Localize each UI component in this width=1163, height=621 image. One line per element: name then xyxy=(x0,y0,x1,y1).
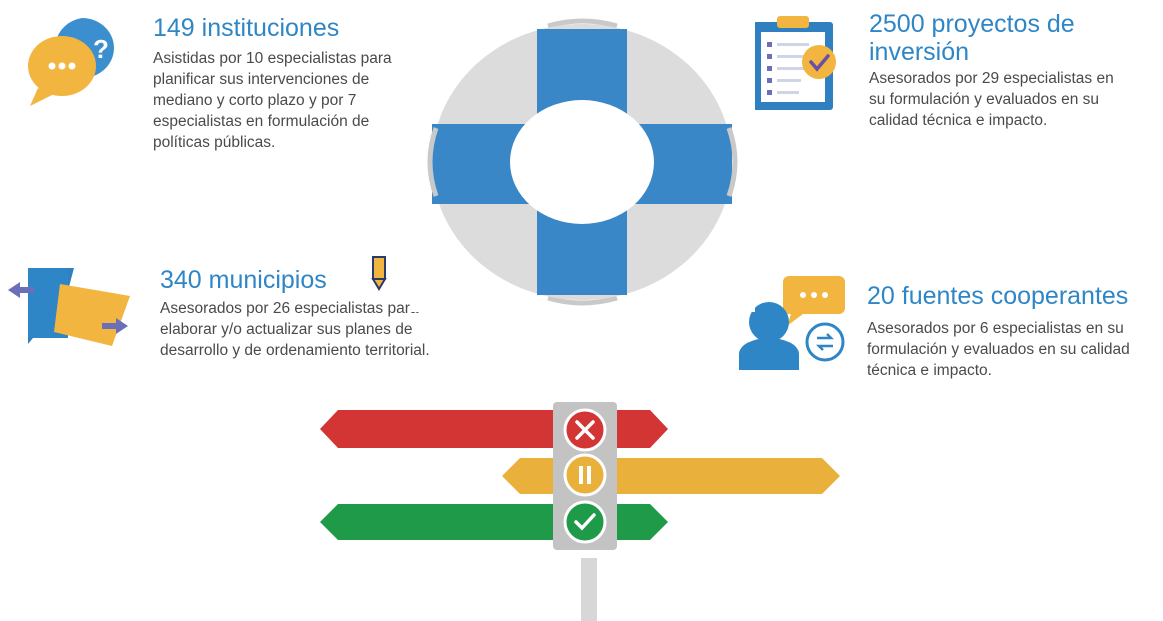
block-title: 340 municipios xyxy=(160,266,327,294)
block-municipios: 340 municipios Asesorados por 26 especia… xyxy=(160,266,430,361)
block-instituciones: 149 instituciones Asistidas por 10 espec… xyxy=(153,14,403,153)
map-transfer-icon xyxy=(8,268,130,346)
block-description: Asistidas por 10 especialistas para plan… xyxy=(153,50,392,151)
block-title: 2500 proyectos de inversión xyxy=(869,10,1075,66)
block-proyectos: 2500 proyectos de inversión Asesorados p… xyxy=(869,10,1139,131)
block-description: Asesorados por 6 especialistas en su for… xyxy=(867,320,1130,379)
clipboard-checklist-icon xyxy=(753,16,836,110)
chat-bubbles-question-icon: ? xyxy=(28,18,114,106)
block-title: 20 fuentes cooperantes xyxy=(867,282,1129,310)
svg-text:?: ? xyxy=(93,34,109,64)
support-agent-icon xyxy=(739,276,845,370)
lifebuoy-icon xyxy=(410,12,755,312)
pencil-icon xyxy=(371,256,387,291)
block-description: Asesorados por 29 especialistas en su fo… xyxy=(869,70,1114,129)
block-description: Asesorados por 26 especialistas para ela… xyxy=(160,300,430,359)
block-title: 149 instituciones xyxy=(153,14,340,42)
block-fuentes: 20 fuentes cooperantes Asesorados por 6 … xyxy=(867,282,1147,381)
traffic-light-signpost-icon xyxy=(320,402,840,621)
